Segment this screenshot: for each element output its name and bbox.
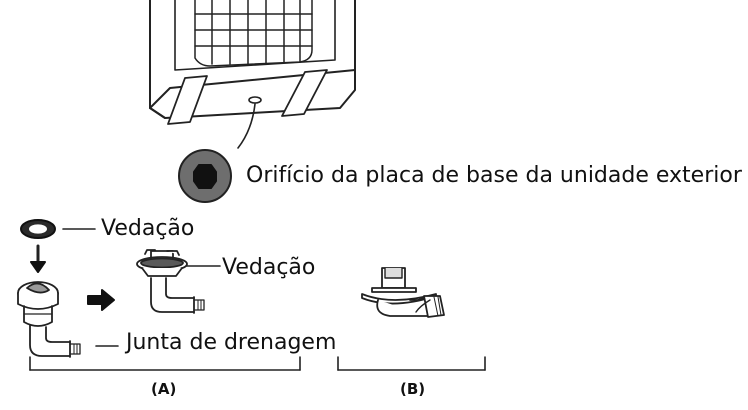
drain-joint-large	[17, 281, 81, 358]
bracket-a	[29, 356, 301, 371]
drain-joint-with-seal	[136, 249, 205, 314]
outdoor-unit	[149, 0, 356, 149]
seal-label-right: Vedação	[222, 255, 316, 280]
section-b-label: (B)	[400, 380, 426, 398]
down-arrow-icon	[30, 244, 46, 273]
hole-detail	[178, 149, 232, 203]
section-a-label: (A)	[151, 380, 177, 398]
base-drain-hole	[248, 96, 262, 104]
drain-joint-label: Junta de drenagem	[126, 330, 337, 355]
fan-grille	[194, 0, 313, 67]
base-feet	[167, 69, 328, 125]
drain-joint-b	[361, 267, 445, 318]
bracket-b	[337, 356, 486, 371]
seal-label-left: Vedação	[101, 216, 195, 241]
hole-label: Orifício da placa de base da unidade ext…	[246, 163, 742, 188]
right-arrow-icon	[87, 289, 115, 311]
